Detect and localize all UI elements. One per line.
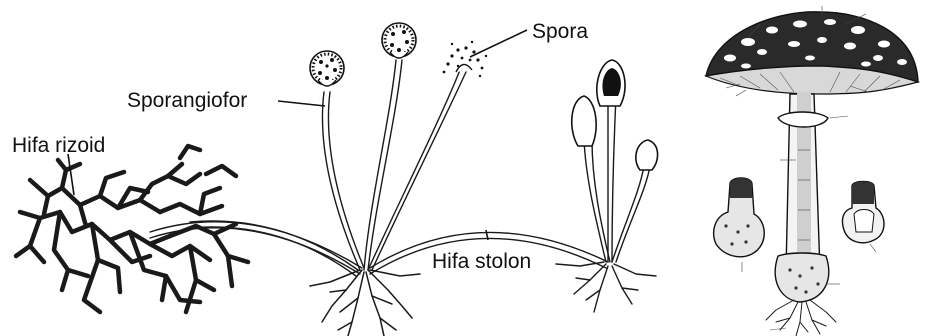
label-stolon: Hifa stolon — [432, 250, 531, 273]
sporangium — [572, 96, 596, 146]
sporangium — [636, 140, 658, 170]
sporangium — [310, 51, 344, 86]
sporangium — [382, 23, 416, 58]
label-spore: Spora — [532, 20, 588, 43]
label-rhizoid: Hifa rizoid — [12, 134, 105, 157]
label-sporangiophore: Sporangiofor — [127, 89, 247, 112]
